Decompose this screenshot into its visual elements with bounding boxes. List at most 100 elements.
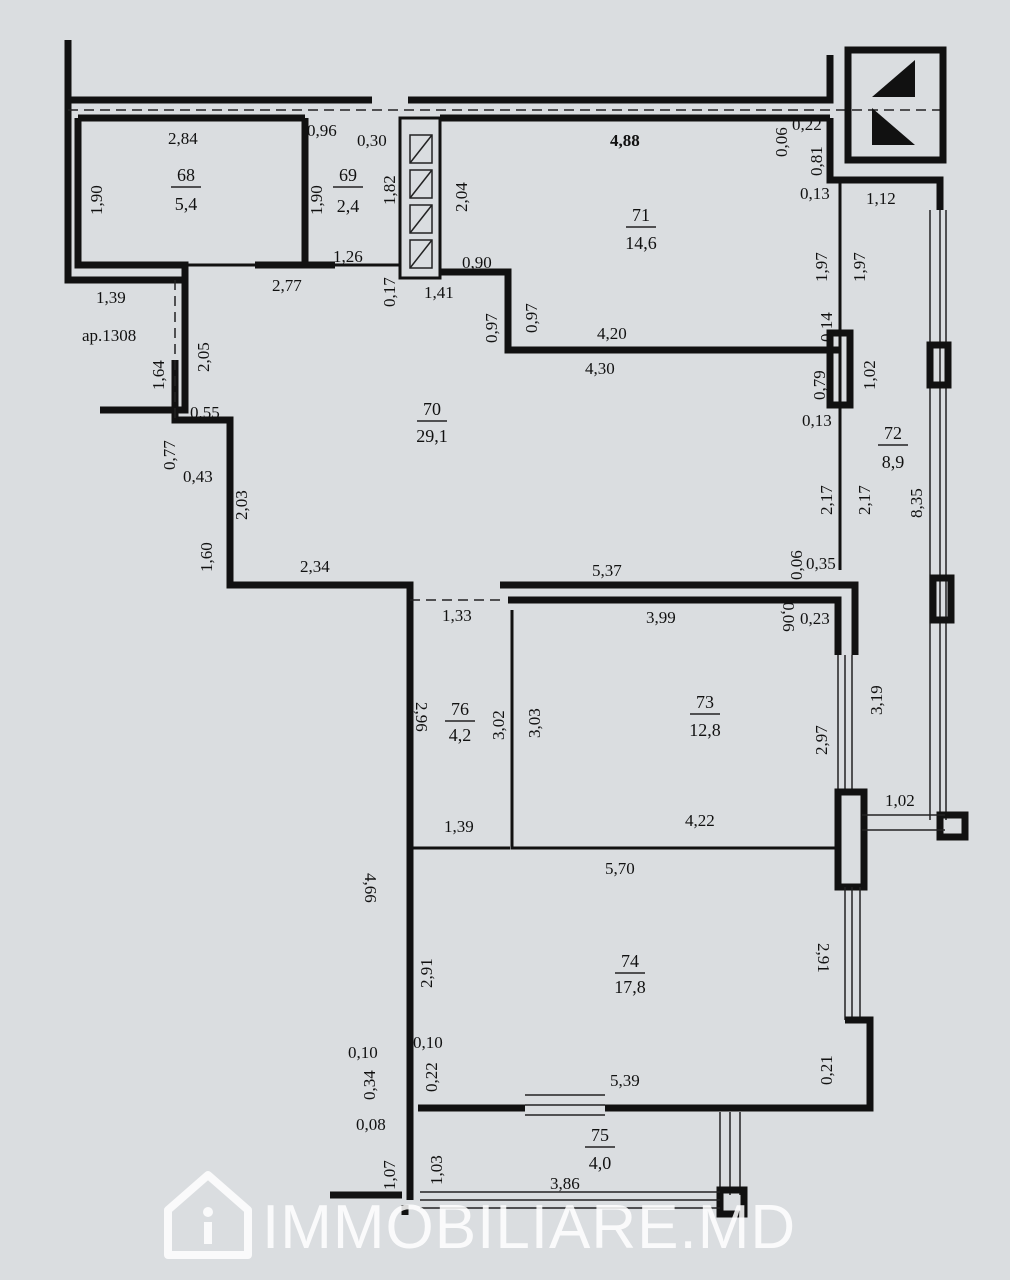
dimension-label: 2,17	[817, 485, 836, 515]
room-label: 73	[696, 692, 714, 712]
dimension-label: 4,88	[610, 131, 640, 150]
room-70: 70 29,1	[416, 399, 448, 446]
dimension-label: 0,13	[800, 184, 830, 203]
house-info-icon	[164, 1171, 252, 1259]
dimension-label: 4,30	[585, 359, 615, 378]
dimension-label: 1,90	[87, 185, 106, 215]
dimension-label: 3,99	[646, 608, 676, 627]
dimension-label: 1,02	[860, 360, 879, 390]
dimension-label: 2,91	[417, 958, 436, 988]
dimension-label: 4,20	[597, 324, 627, 343]
dimension-label: 0,10	[413, 1033, 443, 1052]
dimensions-horizontal: 2,84 0,96 0,30 4,88 0,22 0,13 1,12 1,26 …	[96, 115, 915, 1193]
room-72: 728,9	[878, 423, 908, 472]
dimension-label: 0,22	[792, 115, 822, 134]
room-label: 69	[339, 165, 357, 185]
dimension-label: 0,81	[807, 146, 826, 176]
dimension-label: 2,96	[412, 702, 431, 732]
room-label: 29,1	[416, 426, 448, 446]
dimension-label: 1,02	[885, 791, 915, 810]
dimension-label: 1,64	[149, 360, 168, 390]
dimension-label: 0,77	[160, 440, 179, 470]
dimension-label: 3,19	[867, 685, 886, 715]
dimension-label: 2,91	[814, 943, 833, 973]
dimension-label: 1,33	[442, 606, 472, 625]
dimension-label: 1,82	[380, 175, 399, 205]
dimension-label: 2,03	[232, 490, 251, 520]
dimension-label: 2,05	[194, 342, 213, 372]
dimension-label: 0,10	[348, 1043, 378, 1062]
dimension-label: 0,06	[772, 127, 791, 157]
dimension-label: 1,97	[850, 252, 869, 282]
dimension-label: 1,03	[427, 1155, 446, 1185]
room-76: 764,2	[445, 699, 475, 745]
room-label: 2,4	[337, 196, 360, 216]
dimension-label: 0,06	[787, 550, 806, 580]
room-label: 5,4	[175, 194, 198, 214]
dimension-label: 1,60	[197, 542, 216, 572]
room-75: 754,0	[585, 1125, 615, 1173]
room-71: 71 14,6	[625, 205, 657, 253]
room-label: 72	[884, 423, 902, 443]
room-label: 12,8	[689, 720, 721, 740]
room-label: 4,2	[449, 725, 472, 745]
room-label: 4,0	[589, 1153, 612, 1173]
dimension-label: 0,90	[462, 253, 492, 272]
dimension-label: 0,35	[806, 554, 836, 573]
room-label: 75	[591, 1125, 609, 1145]
dimension-label: 2,77	[272, 276, 302, 295]
dimension-label: 0,14	[817, 312, 836, 342]
dimension-label: 5,39	[610, 1071, 640, 1090]
room-label: 14,6	[625, 233, 657, 253]
room-label: 17,8	[614, 977, 646, 997]
dimension-label: 5,37	[592, 561, 622, 580]
dimension-label: 0,30	[357, 131, 387, 150]
dimension-label: 0,34	[360, 1070, 379, 1100]
room-label: 71	[632, 205, 650, 225]
room-69: 692,4	[333, 165, 363, 216]
dimension-label: 0,97	[482, 313, 501, 343]
dimension-label: 1,26	[333, 247, 363, 266]
dimension-label: 2,34	[300, 557, 330, 576]
dimension-label: 1,97	[812, 252, 831, 282]
dimension-label: 0,17	[380, 277, 399, 307]
dimension-label: 4,22	[685, 811, 715, 830]
dimension-label: 0,21	[817, 1055, 836, 1085]
dimension-label: 4,66	[361, 873, 380, 903]
dimension-label: 0,13	[802, 411, 832, 430]
dimension-label: 0,79	[810, 370, 829, 400]
dimension-label: 1,90	[307, 185, 326, 215]
apartment-label: ар.1308	[82, 326, 136, 345]
room-73: 73 12,8	[689, 692, 721, 740]
dimension-label: 2,04	[452, 182, 471, 212]
dimension-label: 0,06	[779, 602, 798, 632]
walls	[64, 40, 969, 1218]
dimensions-vertical: 1,90 1,90 1,82 2,04 0,17 0,97 0,97 0,06 …	[87, 127, 926, 1190]
room-label: 76	[451, 699, 469, 719]
dimension-label: 0,96	[307, 121, 337, 140]
room-label: 8,9	[882, 452, 905, 472]
room-68: 685,4	[171, 165, 201, 214]
room-74: 74 17,8	[614, 951, 646, 997]
room-label: 70	[423, 399, 441, 419]
dimension-label: 2,17	[855, 485, 874, 515]
dimension-label: 0,43	[183, 467, 213, 486]
dimension-label: 1,12	[866, 189, 896, 208]
watermark-text: IMMOBILIARE.MD	[262, 1193, 796, 1262]
room-label: 74	[621, 951, 639, 971]
ventilation-ducts	[409, 134, 433, 269]
watermark: IMMOBILIARE.MD	[164, 1171, 796, 1262]
dimension-label: 1,41	[424, 283, 454, 302]
dimension-label: 0,97	[522, 303, 541, 333]
dimension-label: 0,22	[422, 1062, 441, 1092]
dimension-label: 2,97	[812, 725, 831, 755]
dimension-label: 3,02	[489, 710, 508, 740]
dimension-label: 1,07	[380, 1160, 399, 1190]
dimension-label: 8,35	[907, 488, 926, 518]
dimension-label: 0,55	[190, 403, 220, 422]
room-label: 68	[177, 165, 195, 185]
dimension-label: 5,70	[605, 859, 635, 878]
dimension-label: 0,08	[356, 1115, 386, 1134]
